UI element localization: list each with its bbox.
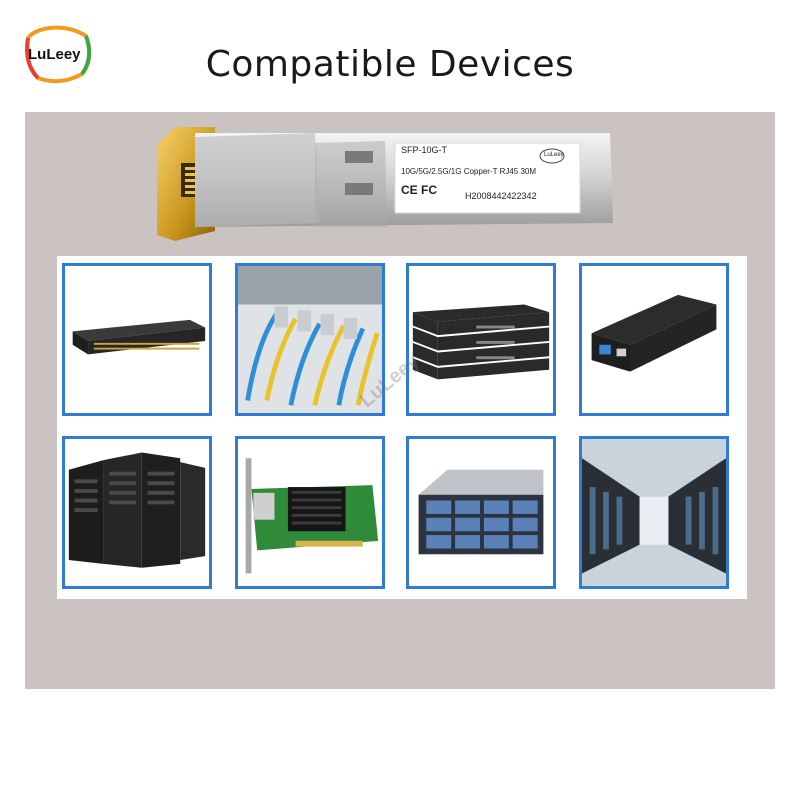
module-certs: CE FC xyxy=(401,183,437,197)
brand-logo-text: LuLeey xyxy=(28,46,81,63)
storage-server-icon xyxy=(418,469,544,555)
device-tile-rack-servers xyxy=(406,263,556,416)
module-serial: H2008442422342 xyxy=(465,191,537,201)
brand-logo: LuLeey xyxy=(20,24,96,86)
module-spec: 10G/5G/2.5G/1G Copper-T RJ45 30M xyxy=(401,167,537,176)
network-switch-icon xyxy=(72,319,206,355)
server-cabinets-icon xyxy=(68,452,206,568)
page-title: Compatible Devices xyxy=(205,44,575,85)
fiber-patch-cables-icon xyxy=(238,266,382,413)
device-tile-switch xyxy=(62,263,212,416)
sfp-module-image: SFP-10G-T 10G/5G/2.5G/1G Copper-T RJ45 3… xyxy=(155,123,615,241)
data-center-icon xyxy=(582,439,726,586)
module-model: SFP-10G-T xyxy=(401,145,448,155)
device-tile-storage xyxy=(406,436,556,589)
media-converter-icon xyxy=(591,294,717,372)
device-tile-converter xyxy=(579,263,729,416)
device-tile-cabinets xyxy=(62,436,212,589)
device-tile-nic xyxy=(235,436,385,589)
device-tile-datacenter xyxy=(579,436,729,589)
rack-servers-icon xyxy=(412,304,550,380)
module-badge: LuLeey xyxy=(544,152,564,158)
network-card-icon xyxy=(245,458,379,574)
device-tile-cables xyxy=(235,263,385,416)
